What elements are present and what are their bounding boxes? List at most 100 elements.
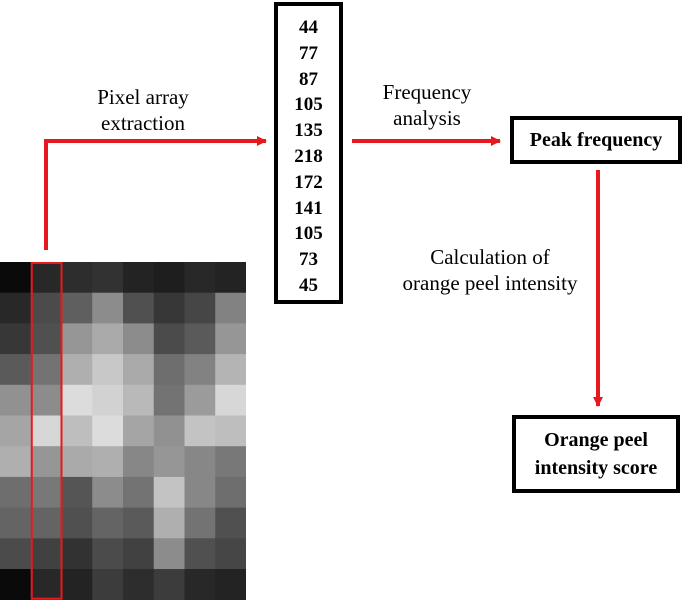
frequency-analysis-label: Frequency analysis (352, 79, 502, 131)
pixel-array-image (0, 262, 246, 600)
pixel-cell (123, 323, 155, 355)
pixel-cell (0, 476, 32, 509)
pixel-cell (215, 415, 246, 447)
pixel-cell (30, 262, 62, 294)
pixel-cell (61, 446, 93, 478)
pixel-cell (153, 538, 185, 570)
pixel-cell (61, 538, 93, 570)
pixel-cell (61, 384, 93, 416)
pixel-cell (123, 569, 155, 600)
pixel-cell (153, 262, 185, 294)
pixel-cell (92, 415, 124, 447)
pixel-cell (30, 538, 62, 570)
pixel-cell (30, 507, 62, 539)
pixel-value: 172 (294, 171, 323, 193)
pixel-cell (92, 323, 124, 355)
pixel-cell (184, 354, 216, 386)
pixel-cell (215, 384, 246, 416)
pixel-cell (123, 354, 155, 386)
pixel-value: 77 (299, 42, 318, 64)
pixel-cell (215, 569, 246, 600)
intensity-score-box: Orange peel intensity score (512, 415, 680, 493)
pixel-cell (0, 262, 32, 294)
pixel-cell (153, 354, 185, 386)
calculation-line-1: Calculation of (430, 245, 550, 269)
pixel-cell (30, 323, 62, 355)
pixel-cell (30, 354, 62, 386)
pixel-cell (61, 262, 93, 294)
pixel-cell (123, 262, 155, 294)
pixel-cell (92, 384, 124, 416)
pixel-cell (61, 569, 93, 600)
pixel-value: 135 (294, 120, 323, 142)
pixel-cell (30, 415, 62, 447)
extraction-arrow (44, 136, 267, 250)
peak-frequency-label: Peak frequency (529, 129, 663, 151)
pixel-cell (30, 476, 62, 509)
pixel-cell (0, 569, 32, 600)
pixel-cell (153, 446, 185, 478)
pixel-cell (123, 538, 155, 570)
pixel-cell (61, 476, 93, 509)
pixel-value: 73 (299, 249, 318, 271)
pixel-cell (153, 476, 185, 509)
pixel-cell (153, 415, 185, 447)
pixel-cell (215, 354, 246, 386)
pixel-cell (0, 292, 32, 324)
pixel-cell (215, 323, 246, 355)
pixel-cell (215, 507, 246, 539)
pixel-cell (215, 538, 246, 570)
pixel-cell (184, 446, 216, 478)
calculation-label: Calculation of orange peel intensity (382, 244, 598, 296)
pixel-value: 105 (294, 94, 323, 116)
pixel-cell (30, 384, 62, 416)
pixel-cell (92, 507, 124, 539)
pixel-cell (215, 476, 246, 509)
pixel-value: 141 (294, 197, 323, 219)
pixel-cell (61, 292, 93, 324)
pixel-cell (215, 292, 246, 324)
pixel-values-box: 44 77 87 105 135 218 172 141 105 73 45 (274, 2, 343, 304)
pixel-cell (215, 446, 246, 478)
pixel-value: 45 (299, 274, 318, 296)
pixel-cell (30, 569, 62, 600)
pixel-cell (153, 569, 185, 600)
pixel-cell (123, 384, 155, 416)
pixel-cell (123, 476, 155, 509)
pixel-value: 87 (299, 68, 318, 90)
pixel-cell (0, 538, 32, 570)
pixel-cell (184, 262, 216, 294)
pixel-cell (92, 569, 124, 600)
pixel-cell (184, 415, 216, 447)
pixel-cell (61, 415, 93, 447)
pixel-cell (92, 476, 124, 509)
pixel-cell (61, 323, 93, 355)
highlighted-column (30, 262, 63, 600)
pixel-cell (184, 507, 216, 539)
pixel-cell (184, 323, 216, 355)
pixel-cell (0, 323, 32, 355)
intensity-score-line-2: intensity score (534, 457, 658, 479)
pixel-value: 44 (299, 17, 318, 38)
pixel-cell (123, 415, 155, 447)
pixel-cell (92, 354, 124, 386)
pixel-cell (153, 323, 185, 355)
pixel-cell (92, 446, 124, 478)
pixel-extraction-label: Pixel array extraction (52, 84, 234, 136)
pixel-cell (61, 507, 93, 539)
pixel-cell (215, 262, 246, 294)
pixel-cell (184, 569, 216, 600)
pixel-cell (0, 446, 32, 478)
pixel-cell (184, 292, 216, 324)
pixel-cell (184, 476, 216, 509)
pixel-extraction-line-2: extraction (101, 111, 185, 135)
intensity-score-line-1: Orange peel (544, 429, 648, 451)
frequency-analysis-line-2: analysis (393, 106, 461, 130)
pixel-cell (0, 415, 32, 447)
frequency-analysis-line-1: Frequency (382, 80, 472, 104)
pixel-cell (30, 292, 62, 324)
pixel-cell (123, 507, 155, 539)
pixel-value: 105 (294, 223, 323, 245)
pixel-cell (153, 507, 185, 539)
pixel-extraction-line-1: Pixel array (97, 85, 189, 109)
